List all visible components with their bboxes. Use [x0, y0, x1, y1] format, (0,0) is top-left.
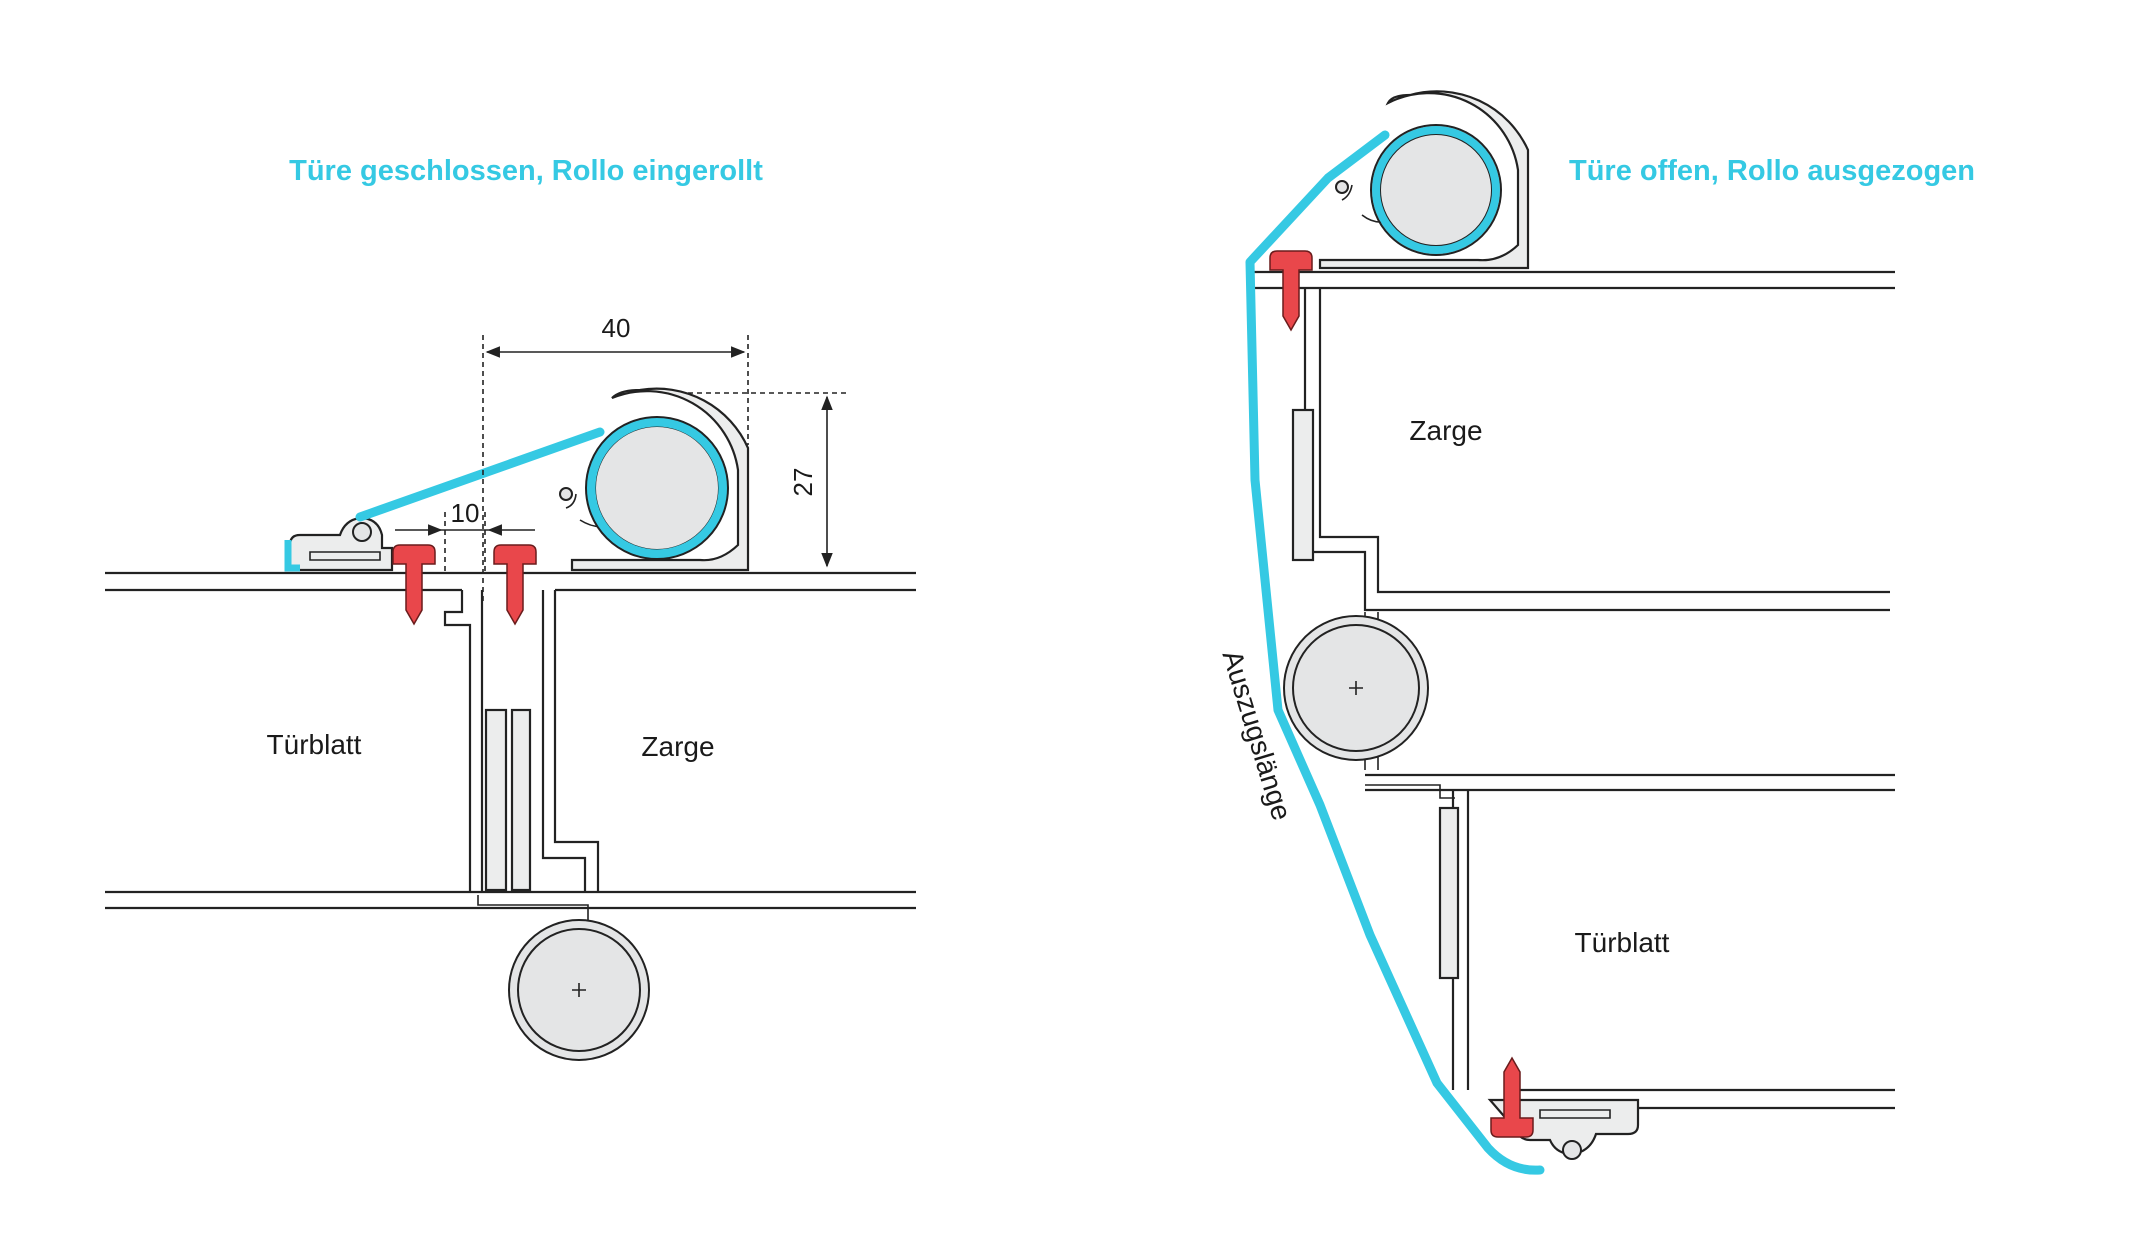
right-roller-housing — [1318, 90, 1530, 270]
right-blind-drum — [1379, 133, 1493, 247]
left-door-section: 40 10 27 Türblatt Zarge — [105, 313, 916, 1061]
left-door-label: Türblatt — [267, 729, 362, 760]
left-frame-label: Zarge — [641, 731, 714, 762]
left-dim-gap: 10 — [451, 498, 480, 528]
right-rolled-blind — [1372, 126, 1500, 254]
right-title: Türe offen, Rollo ausgezogen — [1569, 155, 1975, 187]
left-door-fixing-profile — [288, 516, 394, 572]
left-dim-width: 40 — [602, 313, 631, 343]
left-guide-pin — [352, 522, 372, 542]
right-guide-pin — [1562, 1140, 1582, 1160]
right-hinge-strip-upper — [1291, 408, 1315, 562]
right-door-section: Zarge Türblatt Auszugslänge — [1217, 90, 1895, 1175]
right-extended-blind-strip — [1245, 130, 1545, 1175]
left-roller-center-mark — [572, 983, 586, 997]
right-hinge-strip-lower — [1438, 806, 1460, 980]
right-frame-label: Zarge — [1409, 415, 1482, 446]
left-roller-housing — [570, 387, 750, 572]
left-screw-door — [392, 544, 436, 626]
left-hinge-strip-1 — [484, 708, 508, 892]
left-title: Türe geschlossen, Rollo eingerollt — [289, 155, 763, 187]
right-door-label: Türblatt — [1575, 927, 1670, 958]
left-dim-height: 27 — [788, 468, 818, 497]
left-blind-drum — [594, 425, 720, 551]
left-screw-frame — [493, 544, 537, 626]
right-screw-door — [1490, 1056, 1534, 1138]
right-roller-center-mark — [1349, 681, 1363, 695]
left-rolled-blind — [586, 417, 728, 559]
right-screw-frame — [1269, 250, 1313, 332]
left-blind-strip — [355, 427, 605, 522]
left-hinge-strip-2 — [510, 708, 532, 892]
